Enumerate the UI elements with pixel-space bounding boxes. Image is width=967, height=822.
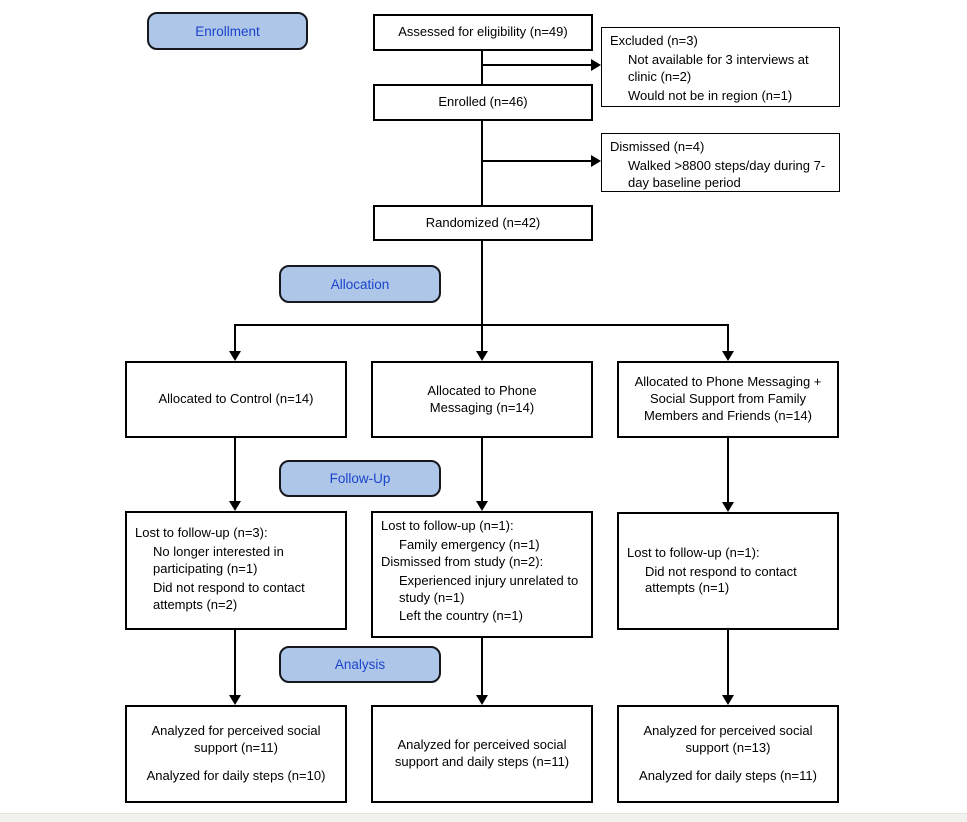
connector-randomized-split xyxy=(481,240,483,325)
box-allocated-phone-messaging: Allocated to Phone Messaging (n=14) xyxy=(371,361,593,438)
arrowhead-down-icon xyxy=(476,695,488,705)
box-assessed-eligibility: Assessed for eligibility (n=49) xyxy=(373,14,593,51)
connector-enrolled-randomized xyxy=(481,120,483,205)
allocated-phone-label: Allocated to Phone Messaging (n=14) xyxy=(427,382,537,415)
arrowhead-down-icon xyxy=(722,502,734,512)
stage-label-allocation: Allocation xyxy=(279,265,441,303)
stage-label-enrollment: Enrollment xyxy=(147,12,308,50)
arrowhead-down-icon xyxy=(476,351,488,361)
followup-reason: Did not respond to contact attempts (n=2… xyxy=(153,579,305,612)
connector-phone-social-analysis xyxy=(727,630,729,695)
analysis-line: Analyzed for perceived social support an… xyxy=(394,737,570,769)
connector-excluded-branch xyxy=(482,64,592,66)
followup-title: Lost to follow-up (n=1): xyxy=(381,518,514,533)
box-followup-phone-social: Lost to follow-up (n=1): Did not respond… xyxy=(617,512,839,630)
analysis-line: Analyzed for daily steps (n=11) xyxy=(639,767,817,783)
arrowhead-right-icon xyxy=(591,155,601,167)
dismissed-title: Dismissed (n=4) xyxy=(610,139,705,154)
analysis-line: Analyzed for daily steps (n=10) xyxy=(146,767,326,783)
connector-split-phone-social xyxy=(727,324,729,351)
arrowhead-down-icon xyxy=(722,695,734,705)
arrowhead-right-icon xyxy=(591,59,601,71)
stage-label-analysis: Analysis xyxy=(279,646,441,683)
followup-title: Lost to follow-up (n=3): xyxy=(135,525,268,540)
connector-control-followup xyxy=(234,438,236,501)
followup-reason: Left the country (n=1) xyxy=(399,608,523,624)
box-randomized: Randomized (n=42) xyxy=(373,205,593,241)
excluded-reason: Would not be in region (n=1) xyxy=(628,87,793,103)
connector-split-control xyxy=(234,324,236,351)
page-edge-strip xyxy=(0,813,967,822)
connector-assessed-enrolled xyxy=(481,50,483,85)
connector-dismissed-branch xyxy=(482,160,592,162)
dismissed-reason: Walked >8800 steps/day during 7-day base… xyxy=(628,157,826,190)
followup-reason: Family emergency (n=1) xyxy=(399,536,540,552)
arrowhead-down-icon xyxy=(476,501,488,511)
analysis-line: Analyzed for perceived social support (n… xyxy=(643,723,813,756)
analysis-line: Analyzed for perceived social support (n… xyxy=(151,723,321,756)
box-analysis-control: Analyzed for perceived social support (n… xyxy=(125,705,347,803)
connector-split-phone xyxy=(481,324,483,351)
box-excluded: Excluded (n=3) Not available for 3 inter… xyxy=(601,27,840,107)
box-followup-phone: Lost to follow-up (n=1): Family emergenc… xyxy=(371,511,593,638)
box-followup-control: Lost to follow-up (n=3): No longer inter… xyxy=(125,511,347,630)
connector-phone-analysis xyxy=(481,638,483,695)
arrowhead-down-icon xyxy=(229,501,241,511)
excluded-title: Excluded (n=3) xyxy=(610,33,698,48)
box-enrolled: Enrolled (n=46) xyxy=(373,84,593,121)
box-dismissed: Dismissed (n=4) Walked >8800 steps/day d… xyxy=(601,133,840,192)
arrowhead-down-icon xyxy=(229,351,241,361)
connector-phone-followup xyxy=(481,438,483,501)
connector-control-analysis xyxy=(234,630,236,695)
excluded-reason: Not available for 3 interviews at clinic… xyxy=(628,51,809,84)
followup-reason: Did not respond to contact attempts (n=1… xyxy=(645,563,797,596)
arrowhead-down-icon xyxy=(229,695,241,705)
allocated-control-label: Allocated to Control (n=14) xyxy=(158,391,314,407)
followup-reason: No longer interested in participating (n… xyxy=(153,543,284,576)
box-analysis-phone-social: Analyzed for perceived social support (n… xyxy=(617,705,839,803)
connector-phone-social-followup xyxy=(727,438,729,502)
followup-reason: Experienced injury unrelated to study (n… xyxy=(399,572,579,605)
box-allocated-control: Allocated to Control (n=14) xyxy=(125,361,347,438)
stage-label-followup: Follow-Up xyxy=(279,460,441,497)
followup-title: Lost to follow-up (n=1): xyxy=(627,544,760,560)
box-analysis-phone: Analyzed for perceived social support an… xyxy=(371,705,593,803)
followup-title: Dismissed from study (n=2): xyxy=(381,553,544,569)
allocated-phone-social-label: Allocated to Phone Messaging + Social Su… xyxy=(634,374,822,423)
box-allocated-phone-social: Allocated to Phone Messaging + Social Su… xyxy=(617,361,839,438)
arrowhead-down-icon xyxy=(722,351,734,361)
